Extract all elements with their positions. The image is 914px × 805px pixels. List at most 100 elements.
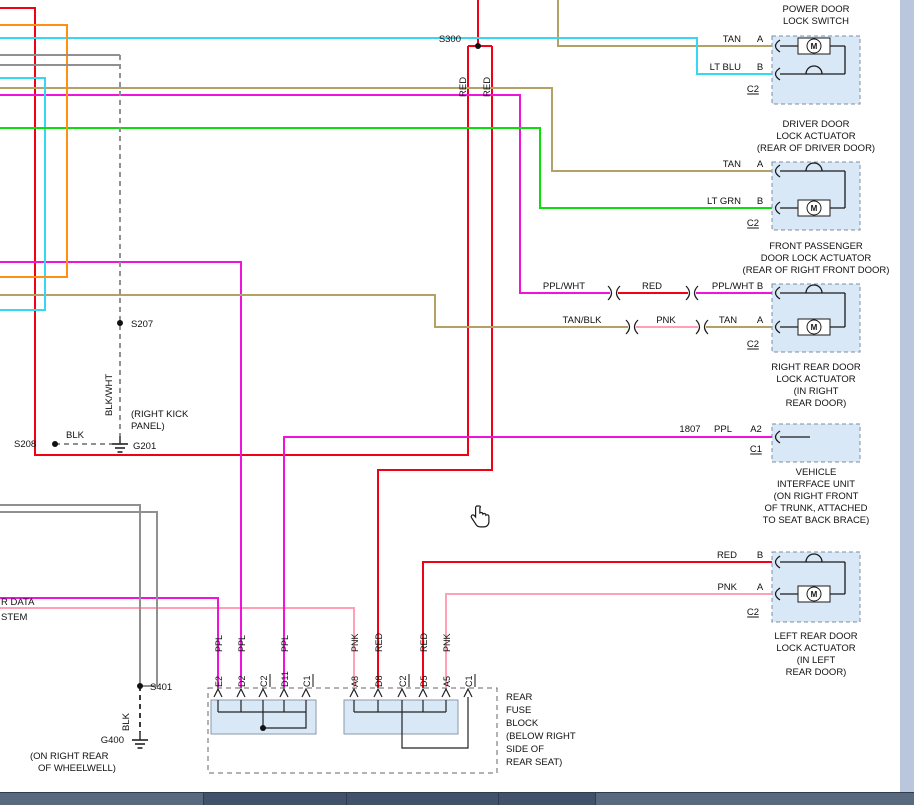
fuse-pin-label-A8: A8 (350, 676, 360, 687)
label-ground-g400: G400 (101, 735, 124, 746)
fuse-wire-color-D5: RED (419, 632, 429, 652)
inline-connector-icon (615, 285, 621, 301)
vertical-scrollbar[interactable] (900, 0, 914, 793)
label-wire-blk-s208: BLK (66, 430, 85, 441)
motor-letter: M (811, 323, 818, 332)
taskbar-item-2[interactable] (203, 793, 346, 805)
fuse-pin-label-C1: C1 (464, 675, 474, 687)
taskbar-item-3[interactable] (346, 793, 498, 805)
label-rightrear-conn-c2: C2 (747, 339, 759, 350)
label-rightrear-wire-tan: TAN (719, 315, 737, 326)
label-frontpass-pin-a: A (757, 159, 764, 170)
label-viu-cap-2: INTERFACE UNIT (777, 479, 855, 490)
fuse-wire-color-D2: PPL (237, 635, 247, 652)
wire-pplwht-to-right-rear (0, 94, 610, 294)
label-driver-cap-2: LOCK ACTUATOR (776, 131, 855, 142)
inline-connector-icon (693, 285, 699, 301)
inline-connector-icon (685, 285, 691, 301)
label-frontpass-cap-2: DOOR LOCK ACTUATOR (761, 253, 872, 264)
label-splice-s208: S208 (14, 439, 36, 450)
inline-connector-icon (625, 319, 631, 335)
wire-red-s300-left-branch (0, 7, 469, 456)
taskbar-item-5[interactable] (595, 793, 914, 805)
label-viu-cap-3: (ON RIGHT FRONT (774, 491, 859, 502)
pin-connector-icon (774, 164, 781, 178)
inline-connector-icon (695, 319, 701, 335)
wire-bump-icon (805, 553, 823, 563)
wire-pnk-a5-to-left-rear (445, 593, 772, 688)
pin-connector-icon (774, 286, 781, 300)
label-leftrear-wire-red: RED (717, 550, 737, 561)
fuse-pin-label-D11: D11 (280, 671, 290, 687)
taskbar-item-4[interactable] (498, 793, 595, 805)
fuse-pin-chevron-C1 (301, 687, 311, 698)
motor-letter: M (811, 590, 818, 599)
taskbar-item-1[interactable] (0, 793, 202, 805)
label-rightrear-cap-4: REAR DOOR) (786, 398, 847, 409)
fuse-pin-label-A5: A5 (442, 676, 452, 687)
label-leftrear-wire-pnk: PNK (717, 582, 737, 593)
label-ground-g201: G201 (133, 441, 156, 452)
label-rightrear-cap-1: RIGHT REAR DOOR (771, 362, 861, 373)
wire-red-s300-right-branch (377, 46, 493, 688)
label-rightrear-wire-pnk: PNK (656, 315, 676, 326)
label-driver-cap-3: (REAR OF DRIVER DOOR) (757, 143, 875, 154)
fuse-pin-chevron-D5 (418, 687, 428, 698)
label-frontpass-conn-c2: C2 (747, 218, 759, 229)
pin-connector-icon (774, 555, 781, 569)
fuse-wire-color-A5: PNK (442, 633, 452, 652)
label-driver-wire-ltblu: LT BLU (710, 62, 741, 73)
wire-pnk-a8-left (0, 607, 355, 688)
fuse-block-caption-line: BLOCK (506, 718, 539, 729)
label-power-door-lock-switch-2: LOCK SWITCH (783, 16, 849, 27)
label-splice-s300: S300 (439, 34, 461, 45)
label-leftrear-cap-1: LEFT REAR DOOR (774, 631, 857, 642)
wire-tan-to-front-passenger (0, 87, 772, 172)
fuse-pin-label-C1: C1 (302, 675, 312, 687)
label-leftrear-cap-2: LOCK ACTUATOR (776, 643, 855, 654)
fuse-block-connector-2 (343, 699, 459, 735)
fuse-wire-color-D11: PPL (280, 635, 290, 652)
component-box-front-passenger-door-lock-actuator (771, 161, 861, 231)
label-rightrear-wire-red: RED (642, 281, 662, 292)
label-frontpass-cap-1: FRONT PASSENGER (769, 241, 863, 252)
label-rightrear-pin-a: A (757, 315, 764, 326)
fuse-wire-color-A8: PNK (350, 633, 360, 652)
label-frontpass-wire-tan: TAN (723, 159, 741, 170)
fuse-block-caption-line: REAR SEAT) (506, 757, 562, 768)
splice-dot-S207 (117, 320, 123, 326)
wire-bump-icon (805, 65, 823, 75)
motor-icon (806, 38, 822, 54)
label-partial-component-1: R DATA (1, 597, 35, 608)
label-driver-wire-tan: TAN (723, 34, 741, 45)
fuse-wire-color-E2: PPL (214, 635, 224, 652)
fuse-pin-chevron-D11 (279, 687, 289, 698)
wire-bump-icon (805, 284, 823, 294)
motor-icon (806, 319, 822, 335)
label-viu-wire-ppl: PPL (714, 424, 732, 435)
label-viu-cap-4: OF TRUNK, ATTACHED (765, 503, 868, 514)
fuse-pin-chevron-C2 (258, 687, 268, 698)
label-wire-blk-g400-rot: BLK (121, 712, 132, 731)
wire-ltgrn-to-front-passenger (0, 127, 772, 209)
label-driver-pin-a: A (757, 34, 764, 45)
wire-orange-left-loop (0, 24, 68, 278)
mouse-cursor-hand-icon (470, 505, 490, 528)
wire-ltblu-left-loop (0, 77, 46, 311)
label-rightrear-cap-2: LOCK ACTUATOR (776, 374, 855, 385)
label-viu-circuit-1807: 1807 (679, 424, 700, 435)
motor-icon (806, 200, 822, 216)
pin-connector-icon (774, 587, 781, 601)
wire-gray-lower-2 (0, 511, 158, 687)
label-splice-s401: S401 (150, 682, 172, 693)
label-leftrear-cap-3: (IN LEFT (797, 655, 836, 666)
fuse-block-caption-line: (BELOW RIGHT (506, 731, 576, 742)
label-viu-cap-5: TO SEAT BACK BRACE) (763, 515, 870, 526)
label-rightrear-cap-3: (IN RIGHT (794, 386, 839, 397)
wire-red-d5-to-left-rear (422, 561, 772, 688)
label-frontpass-cap-3: (REAR OF RIGHT FRONT DOOR) (743, 265, 890, 276)
label-wire-blkwht-rot: BLK/WHT (104, 374, 115, 416)
label-rightrear-pin-b: B (757, 281, 763, 292)
fuse-block-caption-line: REAR (506, 692, 533, 703)
